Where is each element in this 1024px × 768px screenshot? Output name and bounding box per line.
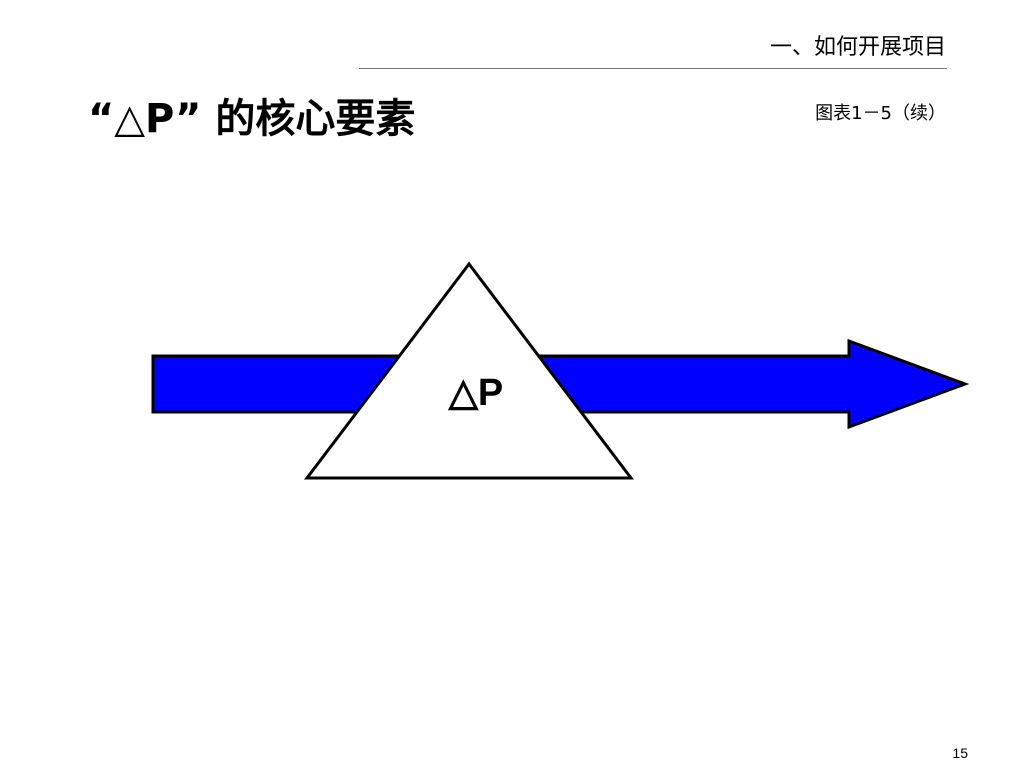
triangle-label: △P	[448, 372, 504, 414]
header-divider	[359, 68, 947, 69]
figure-label: 图表1－5（续）	[815, 103, 946, 124]
slide-title: “△P” 的核心要素	[88, 96, 416, 142]
page-number: 15	[952, 745, 968, 761]
center-triangle	[303, 261, 635, 480]
section-title: 一、如何开展项目	[769, 35, 946, 60]
